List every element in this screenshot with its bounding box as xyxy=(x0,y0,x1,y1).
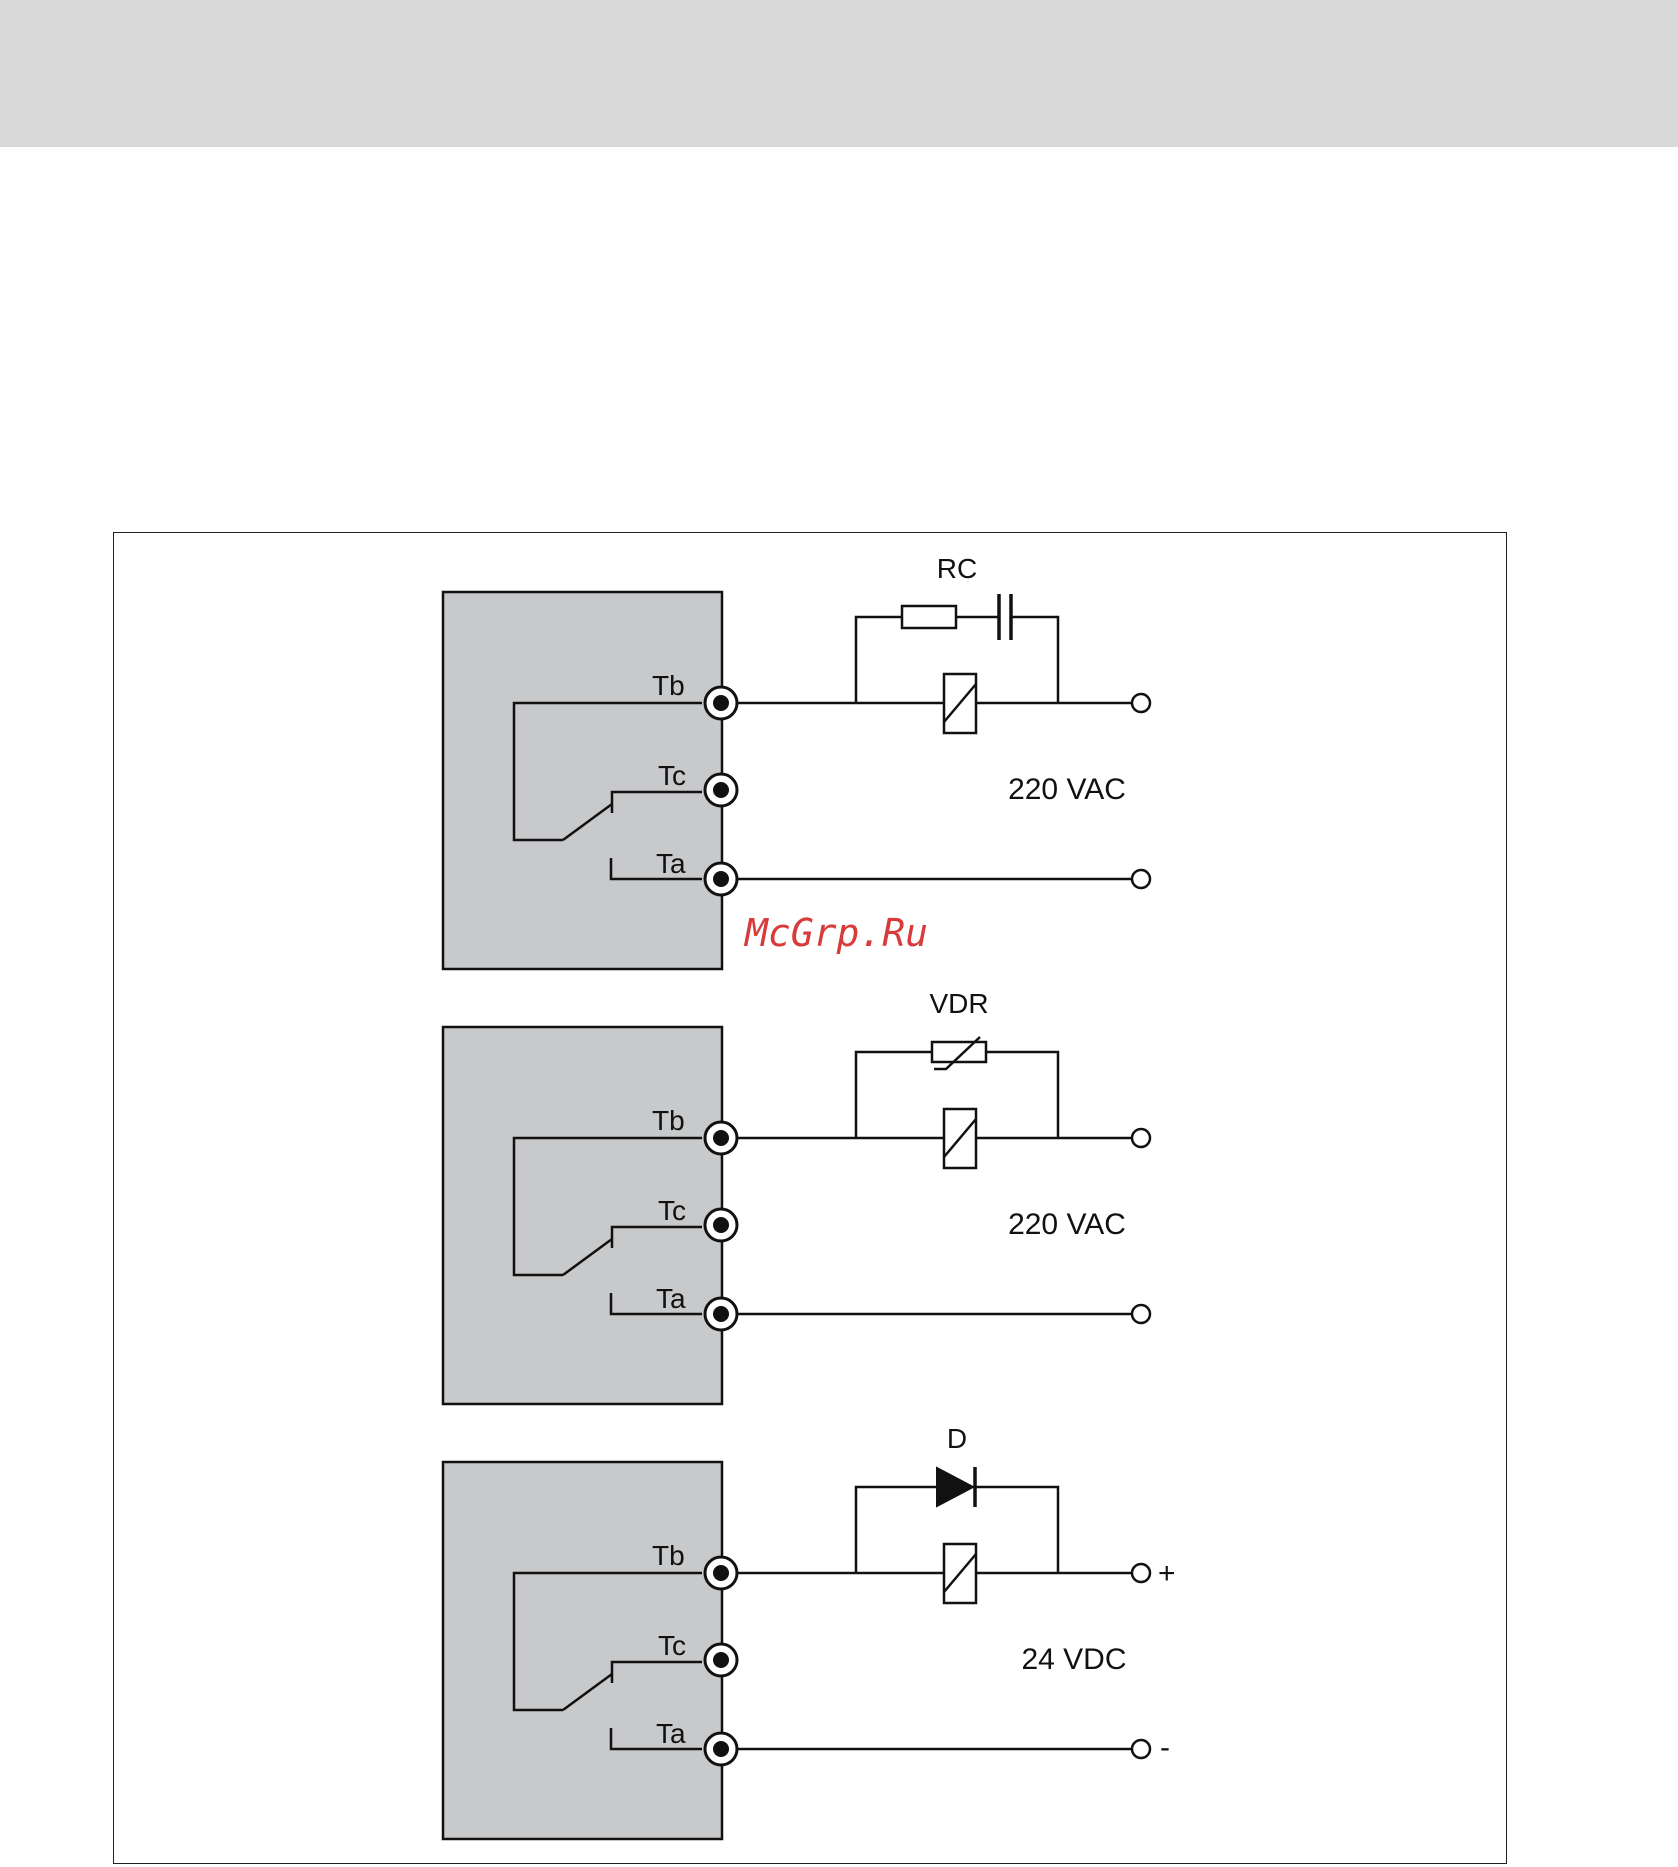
output-terminal-bottom xyxy=(1132,870,1150,888)
terminal-tb xyxy=(705,1122,737,1154)
voltage-label: 220 VAC xyxy=(1008,1208,1126,1241)
suppressor-branch xyxy=(856,1052,932,1138)
output-terminal-top xyxy=(1132,1564,1150,1582)
terminal-label-tc: Tc xyxy=(658,1195,686,1226)
terminal-label-tb: Tb xyxy=(652,1540,685,1571)
circuit-diode: Tb Tc Ta D 24 VDC + - xyxy=(443,1423,1176,1839)
suppressor-label: VDR xyxy=(929,988,988,1019)
terminal-tc xyxy=(705,774,737,806)
terminal-label-tb: Tb xyxy=(652,1105,685,1136)
output-terminal-top xyxy=(1132,694,1150,712)
varistor xyxy=(932,1042,986,1062)
voltage-label: 220 VAC xyxy=(1008,773,1126,806)
terminal-tb xyxy=(705,1557,737,1589)
terminal-label-ta: Ta xyxy=(656,1718,686,1749)
suppressor-label: RC xyxy=(937,553,977,584)
suppressor-return xyxy=(1011,617,1058,703)
suppressor-label: D xyxy=(947,1423,967,1454)
terminal-label-ta: Ta xyxy=(656,848,686,879)
circuit-vdr: Tb Tc Ta VDR 220 VAC xyxy=(443,988,1150,1404)
terminal-label-tc: Tc xyxy=(658,1630,686,1661)
terminal-ta xyxy=(705,863,737,895)
terminal-tc xyxy=(705,1644,737,1676)
polarity-minus: - xyxy=(1160,1731,1170,1764)
suppressor-return xyxy=(975,1487,1058,1573)
polarity-plus: + xyxy=(1158,1557,1176,1590)
terminal-label-tb: Tb xyxy=(652,670,685,701)
suppressor-return xyxy=(986,1052,1058,1138)
diode-symbol xyxy=(937,1468,973,1506)
terminal-tb xyxy=(705,687,737,719)
circuit-rc: Tb Tc Ta RC 220 VAC xyxy=(443,553,1150,969)
suppressor-branch xyxy=(856,1487,937,1573)
output-terminal-bottom xyxy=(1132,1305,1150,1323)
watermark: McGrp.Ru xyxy=(743,911,928,955)
terminal-ta xyxy=(705,1733,737,1765)
suppressor-branch xyxy=(856,617,902,703)
terminal-label-tc: Tc xyxy=(658,760,686,791)
output-terminal-top xyxy=(1132,1129,1150,1147)
resistor xyxy=(902,606,956,628)
terminal-ta xyxy=(705,1298,737,1330)
voltage-label: 24 VDC xyxy=(1021,1643,1126,1676)
output-terminal-bottom xyxy=(1132,1740,1150,1758)
terminal-tc xyxy=(705,1209,737,1241)
terminal-label-ta: Ta xyxy=(656,1283,686,1314)
